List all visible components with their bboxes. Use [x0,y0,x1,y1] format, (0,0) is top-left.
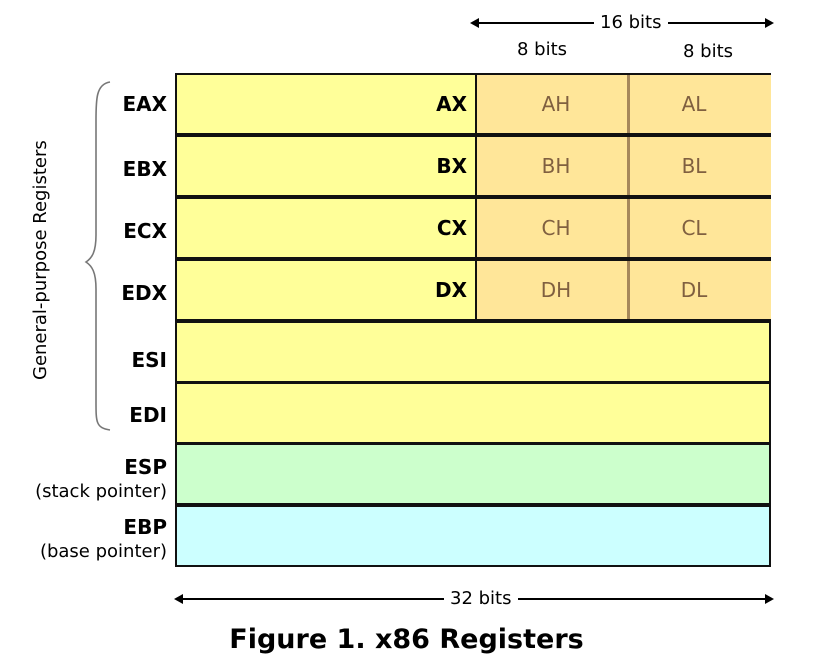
arrow-left-head-icon [174,594,183,604]
register-row-ecx: CX CH CL [175,197,771,259]
register-row-edi [175,382,771,444]
register-desc-ebp: (base pointer) [39,541,167,562]
register-label-esi: ESI [131,348,167,372]
bits32-label: 32 bits [444,589,518,609]
register-label-ebp: EBP [123,515,167,539]
high-byte-label: AH [541,92,571,116]
sub16-block: CH CL [475,199,771,257]
byte-divider [627,261,630,319]
sub16-block: DH DL [475,261,771,319]
high-byte-label: CH [541,216,571,240]
arrow-right-head-icon [765,18,774,28]
sub16-label: CX [436,216,467,240]
low-byte-label: CL [681,216,707,240]
sub16-label: DX [434,278,467,302]
register-row-edx: DX DH DL [175,259,771,321]
register-label-edx: EDX [121,281,167,305]
sub16-label: BX [436,154,467,178]
byte-divider [627,75,630,133]
arrow-left-head-icon [470,18,479,28]
sub16-block: AH AL [475,75,771,133]
register-label-ecx: ECX [123,219,167,243]
register-label-esp: ESP [124,455,167,479]
register-row-esi [175,321,771,383]
register-row-eax: AX AH AL [175,73,771,135]
general-purpose-title: General-purpose Registers [30,140,51,380]
low-byte-label: DL [680,278,708,302]
register-row-esp [175,443,771,505]
sub16-label: AX [436,92,467,116]
sub16-block: BH BL [475,137,771,195]
register-desc-esp: (stack pointer) [35,481,167,502]
bits16-label: 16 bits [594,13,668,33]
byte-divider [627,137,630,195]
register-row-ebx: BX BH BL [175,135,771,197]
bits8-left-label: 8 bits [516,39,568,60]
group-brace-icon [84,81,111,431]
high-byte-label: BH [541,154,571,178]
register-label-ebx: EBX [122,157,167,181]
bits8-right-label: 8 bits [682,41,734,62]
register-label-edi: EDI [129,403,167,427]
high-byte-label: DH [540,278,572,302]
low-byte-label: AL [681,92,707,116]
low-byte-label: BL [681,154,707,178]
register-row-ebp [175,505,771,567]
arrow-right-head-icon [765,594,774,604]
byte-divider [627,199,630,257]
figure-caption: Figure 1. x86 Registers [229,624,584,655]
register-label-eax: EAX [122,92,167,116]
